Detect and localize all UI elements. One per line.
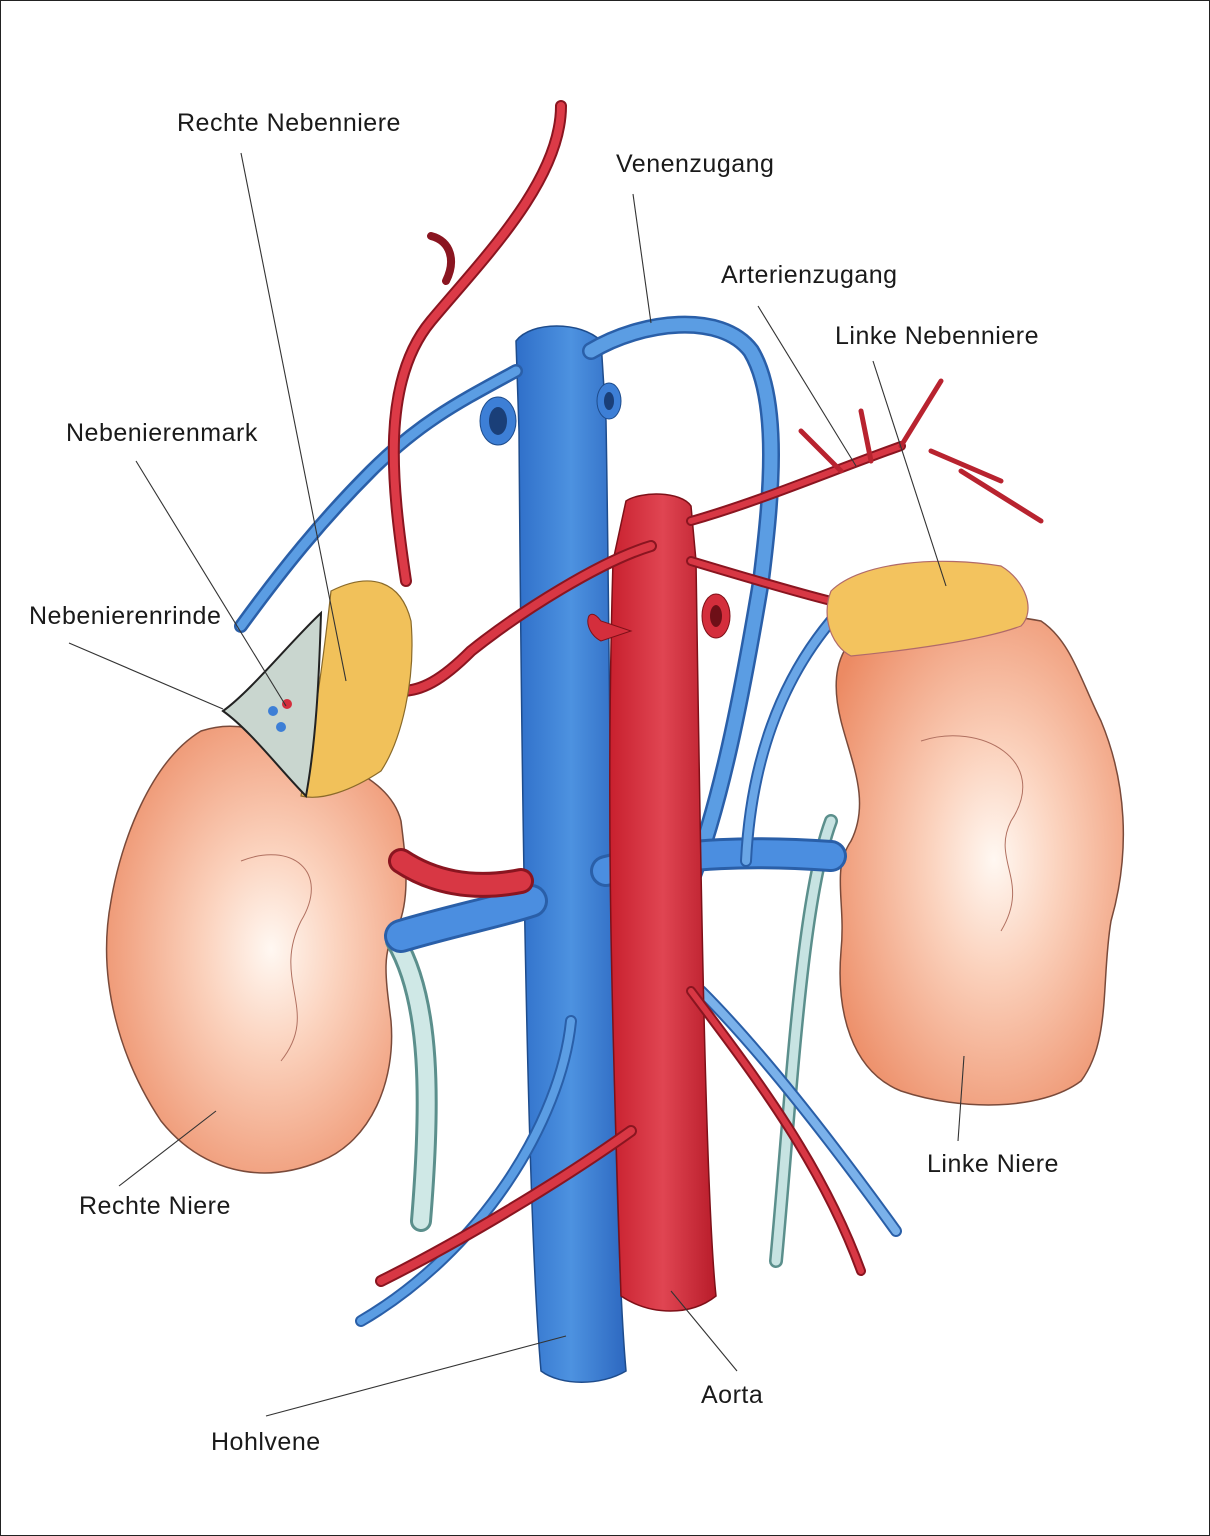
label-aorta: Aorta [701, 1381, 763, 1409]
label-rechte-nebenniere: Rechte Nebenniere [177, 109, 401, 137]
artery-branches [375, 100, 1044, 1287]
right-adrenal-gland [221, 580, 413, 799]
aorta [587, 493, 731, 1312]
left-kidney [835, 613, 1125, 1106]
right-kidney [105, 725, 407, 1174]
label-hohlvene: Hohlvene [211, 1428, 321, 1456]
labels: Rechte Nebenniere Venenzugang Arterienzu… [29, 109, 1059, 1456]
label-linke-niere: Linke Niere [927, 1150, 1059, 1178]
label-venenzugang: Venenzugang [616, 150, 774, 178]
vena-cava [479, 325, 627, 1383]
left-adrenal-gland [826, 560, 1029, 657]
leader-lines [68, 152, 965, 1417]
label-nebenierenrinde: Nebenierenrinde [29, 602, 221, 630]
label-rechte-niere: Rechte Niere [79, 1192, 231, 1220]
label-arterienzugang: Arterienzugang [721, 261, 898, 289]
label-linke-nebenniere: Linke Nebenniere [835, 322, 1039, 350]
vein-branches [234, 315, 902, 1327]
label-nebenierenmark: Nebenierenmark [66, 419, 258, 447]
